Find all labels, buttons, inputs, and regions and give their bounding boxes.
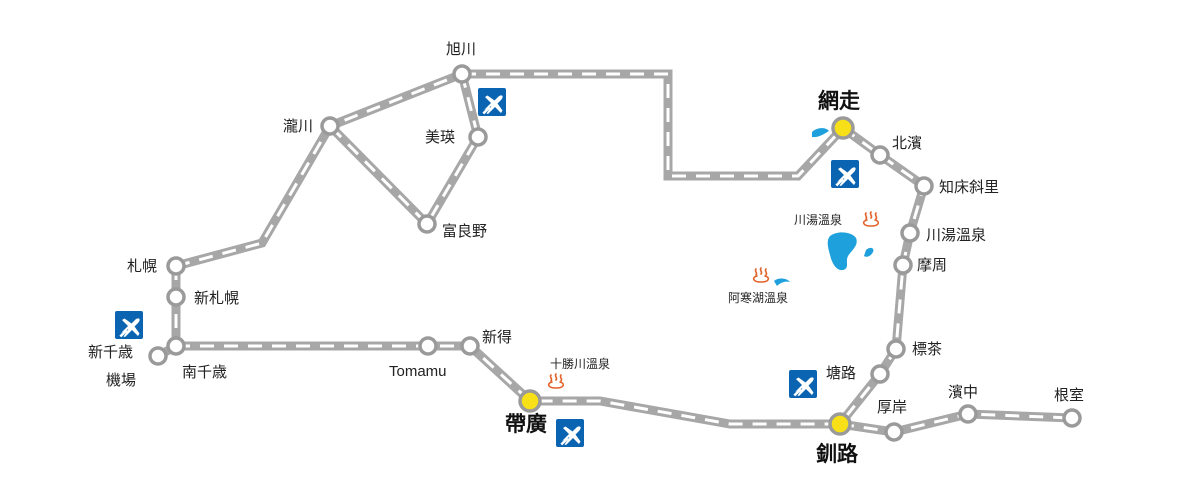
station-biei[interactable] — [468, 127, 488, 147]
lake-akan — [774, 278, 790, 286]
station-shiretoko-shari[interactable] — [914, 176, 934, 196]
station-kawayu-onsen[interactable] — [900, 223, 920, 243]
station-tomamu[interactable] — [418, 336, 438, 356]
airplane-icon — [556, 419, 584, 447]
label-shintoku: 新得 — [482, 329, 512, 346]
label-airport-line1: 新千歳 — [88, 344, 133, 361]
label-akkeshi: 厚岸 — [877, 399, 907, 416]
station-takikawa[interactable] — [320, 116, 340, 136]
label-toro: 塘路 — [826, 365, 856, 382]
rail-line-sapporo-chitose — [155, 266, 181, 360]
label-kawayu-onsen: 川湯溫泉 — [926, 227, 986, 244]
lake-kussharo — [827, 232, 857, 271]
label-obihiro: 帶廣 — [505, 412, 547, 436]
station-shin-chitose-airport[interactable] — [148, 346, 168, 366]
label-takikawa: 瀧川 — [283, 118, 313, 135]
rail-line-asahikawa-abashiri — [462, 69, 847, 181]
hot-springs: 川湯溫泉 阿寒湖溫泉 十勝川溫泉 — [547, 211, 880, 389]
hot-spring-icon — [547, 373, 565, 389]
label-shin-sapporo: 新札幌 — [194, 290, 239, 307]
label-hamanaka: 濱中 — [948, 384, 978, 401]
label-shiretoko-shari: 知床斜里 — [939, 179, 999, 196]
label-minami-chitose: 南千歳 — [182, 364, 227, 381]
station-obihiro[interactable] — [518, 389, 542, 413]
station-shin-sapporo[interactable] — [166, 287, 186, 307]
station-kitahama[interactable] — [870, 145, 890, 165]
station-mashu[interactable] — [893, 255, 913, 275]
station-shibecha[interactable] — [886, 339, 906, 359]
label-abashiri: 網走 — [818, 89, 860, 113]
station-kushiro[interactable] — [828, 412, 852, 436]
onsen-label-kawayu: 川湯溫泉 — [794, 213, 842, 227]
label-nemuro: 根室 — [1054, 387, 1084, 404]
rail-line-sapporo-asahikawa — [174, 69, 464, 271]
airplane-icon — [478, 88, 506, 116]
station-sapporo[interactable] — [166, 256, 186, 276]
station-furano[interactable] — [417, 214, 437, 234]
station-toro[interactable] — [870, 364, 890, 384]
airports — [115, 88, 859, 447]
label-tomamu: Tomamu — [389, 363, 447, 380]
station-nemuro[interactable] — [1062, 408, 1082, 428]
label-asahikawa: 旭川 — [446, 41, 476, 58]
label-kitahama: 北濱 — [892, 135, 922, 152]
station-hamanaka[interactable] — [958, 404, 978, 424]
stations — [148, 64, 1082, 442]
lake-abashiri — [812, 128, 829, 138]
station-labels: 旭川 瀧川 美瑛 富良野 札幌 新札幌 南千歳 新千歳 機場 Tomamu 新得… — [88, 41, 1084, 466]
lakes — [774, 128, 874, 286]
label-mashu: 摩周 — [917, 256, 947, 274]
label-airport-line2: 機場 — [106, 372, 136, 389]
station-abashiri[interactable] — [831, 116, 855, 140]
station-asahikawa[interactable] — [452, 64, 472, 84]
label-furano: 富良野 — [442, 222, 487, 240]
station-akkeshi[interactable] — [884, 422, 904, 442]
hot-spring-icon — [862, 211, 880, 227]
onsen-label-tokachigawa: 十勝川溫泉 — [550, 356, 610, 371]
station-shintoku[interactable] — [460, 336, 480, 356]
label-shibecha: 標茶 — [912, 341, 942, 358]
hot-spring-icon — [752, 267, 770, 283]
rail-line-furano-biei — [326, 72, 483, 232]
airplane-icon — [831, 160, 859, 188]
airplane-icon — [115, 311, 143, 339]
lake-mashu — [864, 247, 874, 257]
station-minami-chitose[interactable] — [166, 336, 186, 356]
label-kushiro: 釧路 — [816, 442, 859, 466]
airplane-icon — [789, 370, 817, 398]
rail-line-nemuro — [839, 409, 1073, 437]
label-sapporo: 札幌 — [127, 258, 157, 275]
onsen-label-akanko: 阿寒湖溫泉 — [728, 290, 788, 305]
label-biei: 美瑛 — [425, 129, 455, 146]
